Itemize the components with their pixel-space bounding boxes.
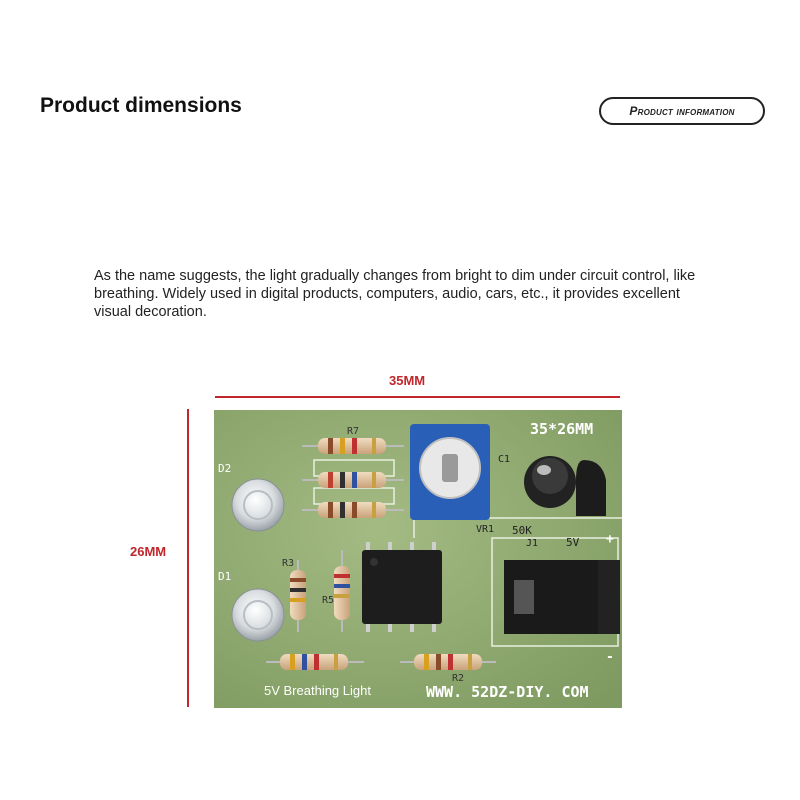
product-description: As the name suggests, the light graduall… bbox=[94, 268, 696, 320]
width-dimension-label: 35MM bbox=[389, 373, 426, 388]
board-size-label: 35*26MM bbox=[530, 420, 594, 438]
pot-value-label: 50K bbox=[512, 524, 532, 537]
width-dimension-line bbox=[215, 396, 620, 398]
board-website-label: WWW. 52DZ-DIY. COM bbox=[426, 683, 589, 701]
height-dimension-line bbox=[187, 409, 189, 707]
5v-label: 5V bbox=[566, 536, 580, 549]
c1-label: C1 bbox=[498, 454, 511, 465]
plus-label: + bbox=[606, 532, 614, 547]
height-dimension-label: 26MM bbox=[130, 544, 167, 559]
pcb-illustration bbox=[214, 410, 622, 708]
r5-label: R5 bbox=[322, 595, 335, 606]
minus-label: - bbox=[606, 650, 614, 665]
r2-label: R2 bbox=[452, 673, 465, 684]
pcb-board-photo: 35*26MM D2 D1 R7 R3 R5 R2 VR1 50K J1 5V … bbox=[214, 410, 622, 708]
page-title: Product dimensions bbox=[40, 94, 242, 117]
d2-label: D2 bbox=[218, 462, 232, 475]
badge-label: Product information bbox=[629, 104, 735, 118]
product-info-badge: Product information bbox=[599, 97, 765, 125]
j1-label: J1 bbox=[526, 538, 539, 549]
d1-label: D1 bbox=[218, 570, 232, 583]
board-name-label: 5V Breathing Light bbox=[264, 683, 371, 698]
vr1-label: VR1 bbox=[476, 524, 495, 535]
r7-label: R7 bbox=[347, 426, 360, 437]
r3-label: R3 bbox=[282, 558, 295, 569]
